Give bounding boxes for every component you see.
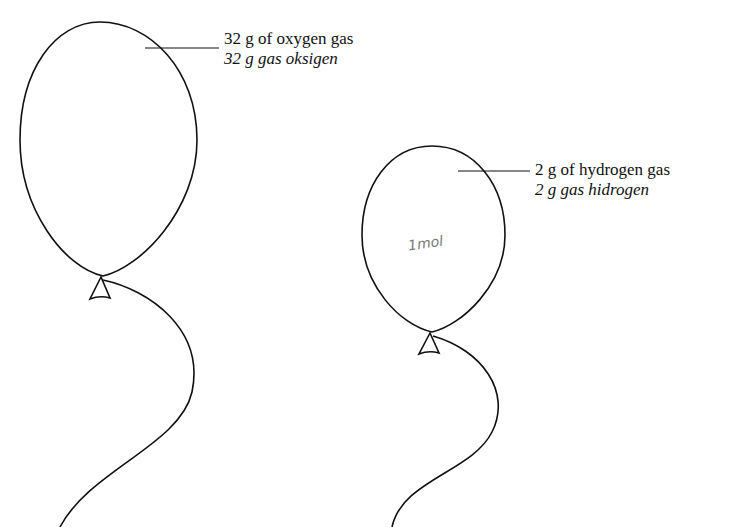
oxygen-balloon — [20, 22, 197, 276]
handwritten-note: 1mol — [407, 234, 444, 253]
gas-label: 32 g of oxygen gas — [224, 30, 353, 47]
gas-label-translation: 32 g gas oksigen — [224, 50, 338, 67]
leader-line — [145, 47, 219, 48]
leader-line — [458, 170, 530, 171]
gas-label-translation: 2 g gas hidrogen — [535, 181, 649, 198]
balloon-string — [60, 280, 194, 527]
hydrogen-balloon — [362, 146, 505, 332]
balloon-string — [392, 336, 498, 527]
gas-label: 2 g of hydrogen gas — [535, 161, 670, 178]
